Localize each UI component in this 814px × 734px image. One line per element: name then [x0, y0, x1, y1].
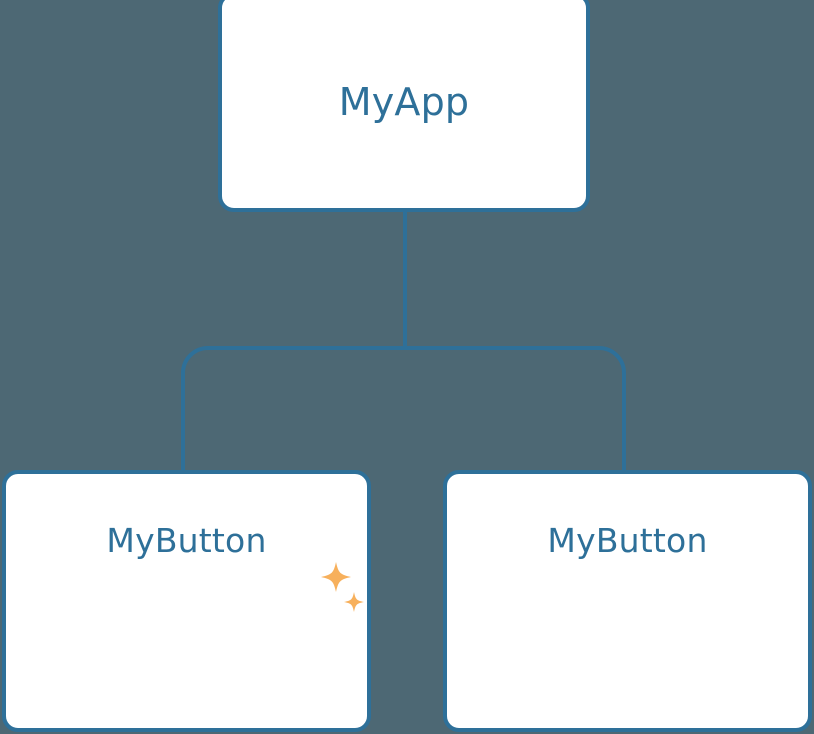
node-mybutton-left-label: MyButton — [106, 521, 267, 560]
connector-branch-right — [405, 346, 626, 472]
node-mybutton-right[interactable]: MyButton — [443, 470, 812, 732]
node-mybutton-right-label: MyButton — [547, 521, 708, 560]
node-myapp[interactable]: MyApp — [218, 0, 590, 212]
node-myapp-label: MyApp — [338, 80, 470, 124]
node-mybutton-left[interactable]: MyButton — [2, 470, 371, 732]
connector-branch-left — [181, 346, 405, 472]
